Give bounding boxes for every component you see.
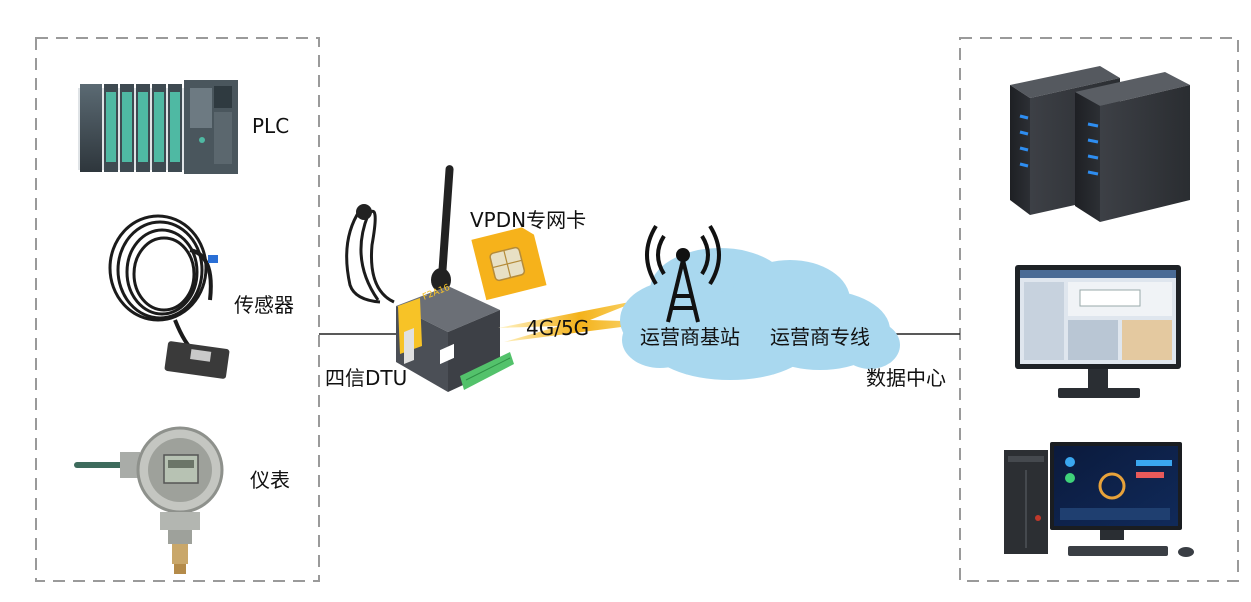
- dtu-device-icon: [396, 286, 514, 392]
- meter-label: 仪表: [250, 468, 290, 492]
- base-station-label: 运营商基站: [640, 325, 740, 349]
- base-station-top-icon: [676, 248, 690, 262]
- sensor-head-icon: [164, 255, 230, 379]
- base-station-icon: [645, 224, 721, 323]
- plc-label: PLC: [252, 114, 290, 138]
- left-group-border: [35, 37, 320, 582]
- meter-icon: [74, 426, 224, 574]
- server-rack-icon: [1010, 66, 1190, 222]
- private-line-label: 运营商专线: [770, 325, 870, 349]
- sensor-icon: [108, 214, 213, 354]
- sensor-label: 传感器: [234, 293, 294, 317]
- dtu-label: 四信DTU: [325, 366, 408, 390]
- lightning-link-icon: [498, 300, 660, 342]
- sim-card-icon: [471, 227, 547, 301]
- data-center-label: 数据中心: [866, 366, 946, 390]
- workstation-icon: [1004, 442, 1194, 557]
- plc-icon: [78, 80, 238, 174]
- sim-label: VPDN专网卡: [470, 208, 587, 232]
- monitor-icon: [1015, 265, 1181, 398]
- dtu-antenna-icon: [345, 165, 454, 304]
- link-label: 4G/5G: [526, 316, 590, 340]
- right-group-border: [959, 37, 1239, 582]
